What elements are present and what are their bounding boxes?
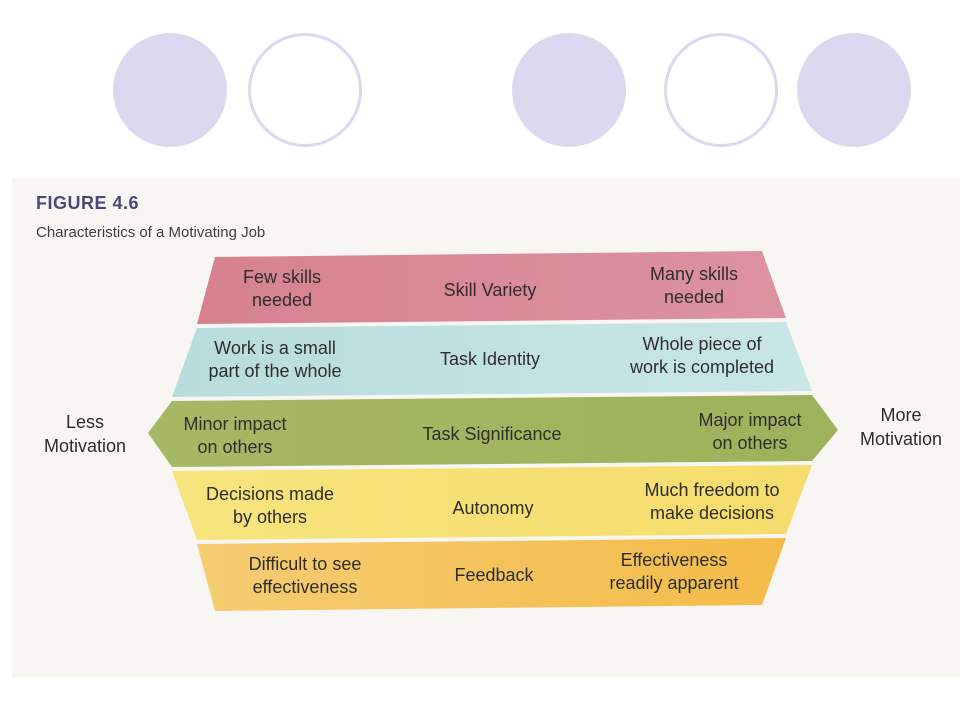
less-motivation-line-1: Less bbox=[65, 412, 105, 432]
autonomy-low-line-1: Decisions made bbox=[205, 484, 335, 504]
figure-number: FIGURE 4.6 bbox=[36, 193, 140, 213]
band-task-identity bbox=[172, 322, 812, 397]
skill-variety-low: Few skills needed bbox=[212, 266, 352, 312]
task-significance-name: Task Significance bbox=[422, 424, 562, 444]
autonomy-low: Decisions made by others bbox=[190, 483, 350, 529]
task-significance-low-line-1: Minor impact bbox=[183, 414, 287, 434]
task-identity-high-line-1: Whole piece of bbox=[642, 334, 762, 354]
feedback-high-line-1: Effectiveness bbox=[620, 550, 728, 570]
figure-caption: Characteristics of a Motivating Job bbox=[36, 224, 266, 241]
autonomy-high-line-2: make decisions bbox=[649, 503, 775, 523]
autonomy-name: Autonomy bbox=[452, 498, 534, 518]
skill-variety-high-line-2: needed bbox=[663, 287, 725, 307]
task-significance-high: Major impact on others bbox=[680, 409, 820, 455]
task-significance-high-line-2: on others bbox=[712, 433, 788, 453]
less-motivation-label: Less Motivation bbox=[30, 410, 140, 458]
autonomy-high-line-1: Much freedom to bbox=[644, 480, 780, 500]
autonomy-high: Much freedom to make decisions bbox=[622, 479, 802, 525]
task-identity-low: Work is a small part of the whole bbox=[190, 337, 360, 383]
skill-variety-low-line-2: needed bbox=[251, 290, 313, 310]
task-significance-high-line-1: Major impact bbox=[698, 410, 802, 430]
task-identity-low-line-2: part of the whole bbox=[208, 361, 342, 381]
band-task-significance bbox=[148, 395, 838, 467]
feedback-high-line-2: readily apparent bbox=[609, 573, 739, 593]
task-identity-high: Whole piece of work is completed bbox=[612, 333, 792, 379]
feedback-high: Effectiveness readily apparent bbox=[594, 549, 754, 595]
decor-circle-5 bbox=[797, 33, 911, 147]
skill-variety-high-line-1: Many skills bbox=[649, 264, 738, 284]
skill-variety-low-line-1: Few skills bbox=[242, 267, 321, 287]
decor-circle-2 bbox=[248, 33, 362, 147]
decor-circle-3 bbox=[512, 33, 626, 147]
more-motivation-line-2: Motivation bbox=[859, 429, 943, 449]
feedback-low-line-1: Difficult to see bbox=[248, 554, 362, 574]
band-skill-variety bbox=[197, 251, 786, 324]
task-significance-low: Minor impact on others bbox=[165, 413, 305, 459]
decor-circle-4 bbox=[664, 33, 778, 147]
task-identity-name: Task Identity bbox=[439, 349, 541, 369]
band-feedback bbox=[197, 538, 786, 611]
skill-variety-name: Skill Variety bbox=[443, 280, 537, 300]
more-motivation-line-1: More bbox=[880, 405, 922, 425]
decor-circle-1 bbox=[113, 33, 227, 147]
less-motivation-line-2: Motivation bbox=[43, 436, 127, 456]
feedback-low: Difficult to see effectiveness bbox=[225, 553, 385, 599]
more-motivation-label: More Motivation bbox=[846, 403, 956, 451]
task-identity-low-line-1: Work is a small bbox=[214, 338, 336, 358]
skill-variety-high: Many skills needed bbox=[624, 263, 764, 309]
autonomy-low-line-2: by others bbox=[232, 507, 308, 527]
feedback-low-line-2: effectiveness bbox=[252, 577, 358, 597]
feedback-name: Feedback bbox=[454, 565, 534, 585]
band-autonomy bbox=[172, 465, 812, 540]
task-significance-low-line-2: on others bbox=[197, 437, 273, 457]
task-identity-high-line-2: work is completed bbox=[629, 357, 775, 377]
